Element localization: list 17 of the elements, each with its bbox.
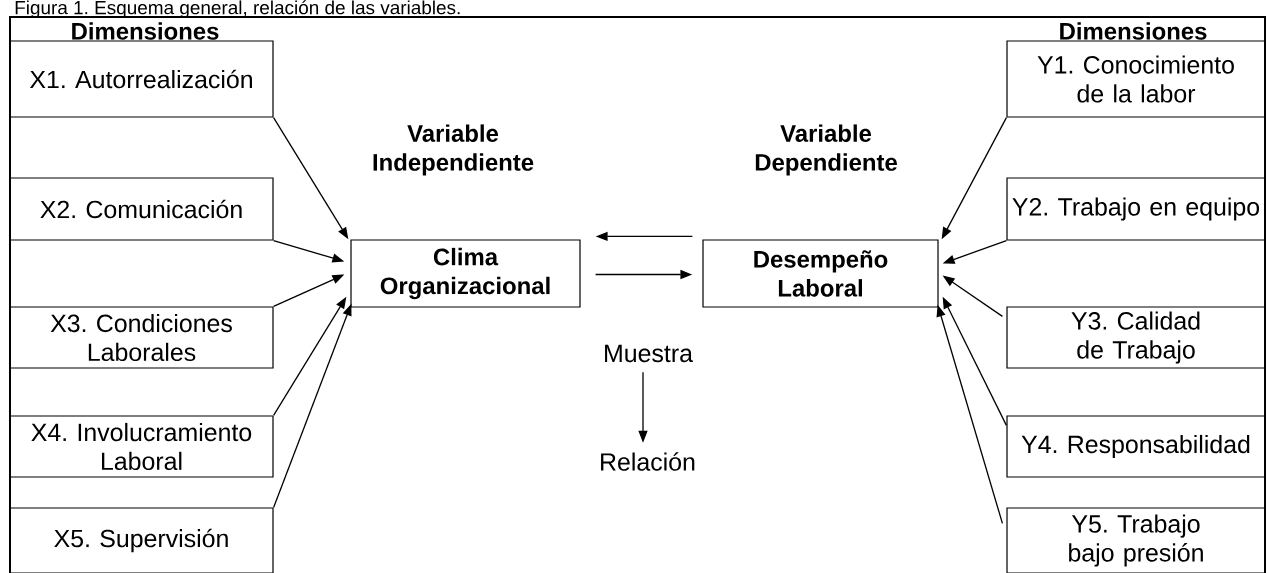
dimension-box: Y3. Calidad de Trabajo — [1006, 306, 1266, 369]
variable-box: Clima Organizacional — [350, 239, 581, 308]
text-label: Muestra — [605, 344, 693, 363]
dimension-box: X1. Autorrealización — [9, 40, 274, 118]
variable-heading: Variable Dependiente — [755, 124, 897, 176]
variable-box: Desempeño Laboral — [702, 239, 939, 308]
dimension-box: Y4. Responsabilidad — [1006, 415, 1266, 478]
dimension-box: Y2. Trabajo en equipo — [1006, 177, 1266, 241]
dimension-box: X2. Comunicación — [9, 177, 274, 241]
variable-heading: Variable Independiente — [373, 124, 534, 176]
dimension-box: X4. Involucramiento Laboral — [9, 415, 274, 478]
dimension-box: Y1. Conocimiento de la labor — [1006, 40, 1266, 118]
dimension-box: X5. Supervisión — [9, 507, 274, 573]
dimension-box: X3. Condiciones Laborales — [9, 306, 274, 369]
dimension-box: Y5. Trabajo bajo presión — [1006, 507, 1266, 573]
figure-title: Figura 1. Esquema general, relación de las variables. — [15, 0, 460, 19]
text-label: Relación — [601, 452, 695, 471]
